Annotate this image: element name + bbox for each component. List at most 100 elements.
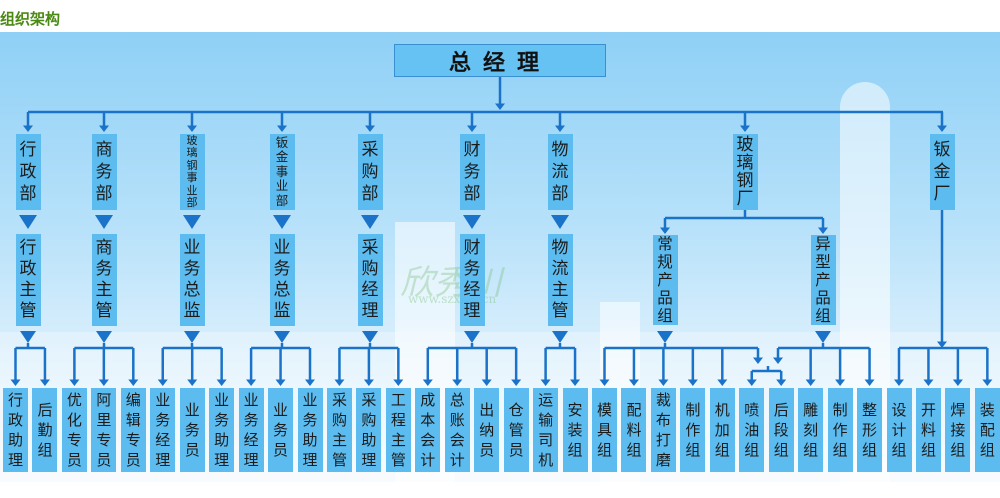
arrow-head-icon xyxy=(540,379,551,386)
staff-box: 仓管员 xyxy=(503,388,529,472)
arrow-head-icon xyxy=(818,227,828,234)
product-group-box: 异型产品组 xyxy=(810,235,836,325)
arrow-head-icon xyxy=(773,357,783,364)
arrow-head-icon xyxy=(835,379,846,386)
staff-box-label: 出纳员 xyxy=(479,401,495,459)
section-title: 组织架构 xyxy=(0,10,61,28)
head-box-label: 物流主管 xyxy=(551,238,569,321)
staff-box: 运输司机 xyxy=(533,388,559,472)
arrow-head-icon xyxy=(628,379,639,386)
staff-box: 后段组 xyxy=(768,388,794,472)
staff-box-label: 编辑专员 xyxy=(125,391,141,469)
head-box: 业务总监 xyxy=(179,234,205,326)
department-box: 行政部 xyxy=(15,134,41,210)
arrow-head-icon xyxy=(187,125,197,132)
staff-box: 制作组 xyxy=(680,388,706,472)
down-triangle-icon xyxy=(464,331,480,343)
staff-box-label: 后勤组 xyxy=(37,401,53,459)
staff-box-label: 阿里专员 xyxy=(96,391,112,469)
down-triangle-icon xyxy=(657,331,673,343)
arrow-head-icon xyxy=(393,379,404,386)
department-box: 商务部 xyxy=(91,134,117,210)
staff-box: 业务助理 xyxy=(297,388,323,472)
staff-box-label: 裁布打磨 xyxy=(655,391,671,469)
staff-box-label: 行政助理 xyxy=(8,391,24,469)
arrow-head-icon xyxy=(98,379,109,386)
arrow-head-icon xyxy=(937,125,947,132)
arrow-head-icon xyxy=(658,379,669,386)
staff-box-label: 优化专员 xyxy=(66,391,82,469)
staff-box-label: 运输司机 xyxy=(538,391,554,469)
head-box-label: 商务主管 xyxy=(95,238,113,321)
staff-box: 总账会计 xyxy=(444,388,470,472)
arrow-head-icon xyxy=(365,125,375,132)
department-box: 采购部 xyxy=(357,134,383,210)
staff-box-label: 喷油组 xyxy=(744,401,760,459)
staff-box-label: 业务经理 xyxy=(243,391,259,469)
head-box: 物流主管 xyxy=(547,234,573,326)
arrow-head-icon xyxy=(599,379,610,386)
arrow-head-icon xyxy=(894,379,904,386)
head-box: 行政主管 xyxy=(15,234,41,326)
staff-box-label: 整形组 xyxy=(862,401,878,459)
arrow-head-icon xyxy=(923,379,934,386)
department-box-label: 采购部 xyxy=(361,140,379,204)
arrow-head-icon xyxy=(495,103,505,110)
arrow-head-icon xyxy=(717,379,728,386)
staff-box: 优化专员 xyxy=(61,388,87,472)
staff-box: 业务经理 xyxy=(150,388,176,472)
staff-box: 业务员 xyxy=(179,388,205,472)
down-triangle-icon xyxy=(184,331,200,343)
arrow-head-icon xyxy=(937,341,947,348)
arrow-head-icon xyxy=(187,379,198,386)
staff-box: 雕刻组 xyxy=(798,388,824,472)
arrow-head-icon xyxy=(157,379,168,386)
arrow-head-icon xyxy=(511,379,522,386)
arrow-head-icon xyxy=(660,227,670,234)
staff-box: 阿里专员 xyxy=(91,388,117,472)
head-box: 业务总监 xyxy=(269,234,295,326)
department-box: 玻璃钢厂 xyxy=(732,134,758,210)
staff-box-label: 业务经理 xyxy=(155,391,171,469)
staff-box: 采购主管 xyxy=(326,388,352,472)
product-group-box: 常规产品组 xyxy=(652,235,678,325)
arrow-head-icon xyxy=(69,379,80,386)
staff-box: 成本会计 xyxy=(415,388,441,472)
down-triangle-icon xyxy=(551,215,569,229)
product-group-box-label: 异型产品组 xyxy=(815,235,831,325)
staff-box: 制作组 xyxy=(827,388,853,472)
staff-box: 编辑专员 xyxy=(120,388,146,472)
staff-box-label: 机加组 xyxy=(714,401,730,459)
department-box-label: 钣金事业部 xyxy=(275,134,289,208)
arrow-head-icon xyxy=(687,379,698,386)
staff-box-label: 装配组 xyxy=(979,401,995,459)
head-box: 财务经理 xyxy=(459,234,485,326)
arrow-head-icon xyxy=(275,379,286,386)
staff-box-label: 成本会计 xyxy=(420,391,436,469)
staff-box: 安装组 xyxy=(562,388,588,472)
product-group-box-label: 常规产品组 xyxy=(657,235,673,325)
staff-box: 喷油组 xyxy=(739,388,765,472)
arrow-head-icon xyxy=(740,125,750,132)
staff-box: 采购助理 xyxy=(356,388,382,472)
staff-box-label: 设计组 xyxy=(891,401,907,459)
staff-box-label: 模具组 xyxy=(597,401,613,459)
arrow-head-icon xyxy=(39,379,50,386)
head-box: 采购经理 xyxy=(357,234,383,326)
arrow-head-icon xyxy=(128,379,139,386)
staff-box-label: 采购主管 xyxy=(331,391,347,469)
staff-box-label: 总账会计 xyxy=(449,391,465,469)
down-triangle-icon xyxy=(95,215,113,229)
staff-box: 出纳员 xyxy=(474,388,500,472)
staff-box-label: 业务助理 xyxy=(302,391,318,469)
staff-box-label: 仓管员 xyxy=(508,401,524,459)
department-box-label: 商务部 xyxy=(95,140,113,204)
staff-box: 机加组 xyxy=(709,388,735,472)
head-box: 商务主管 xyxy=(91,234,117,326)
arrow-head-icon xyxy=(570,379,581,386)
staff-box: 裁布打磨 xyxy=(650,388,676,472)
staff-box-label: 焊接组 xyxy=(950,401,966,459)
staff-box-label: 制作组 xyxy=(832,401,848,459)
head-box-label: 业务总监 xyxy=(183,238,201,321)
